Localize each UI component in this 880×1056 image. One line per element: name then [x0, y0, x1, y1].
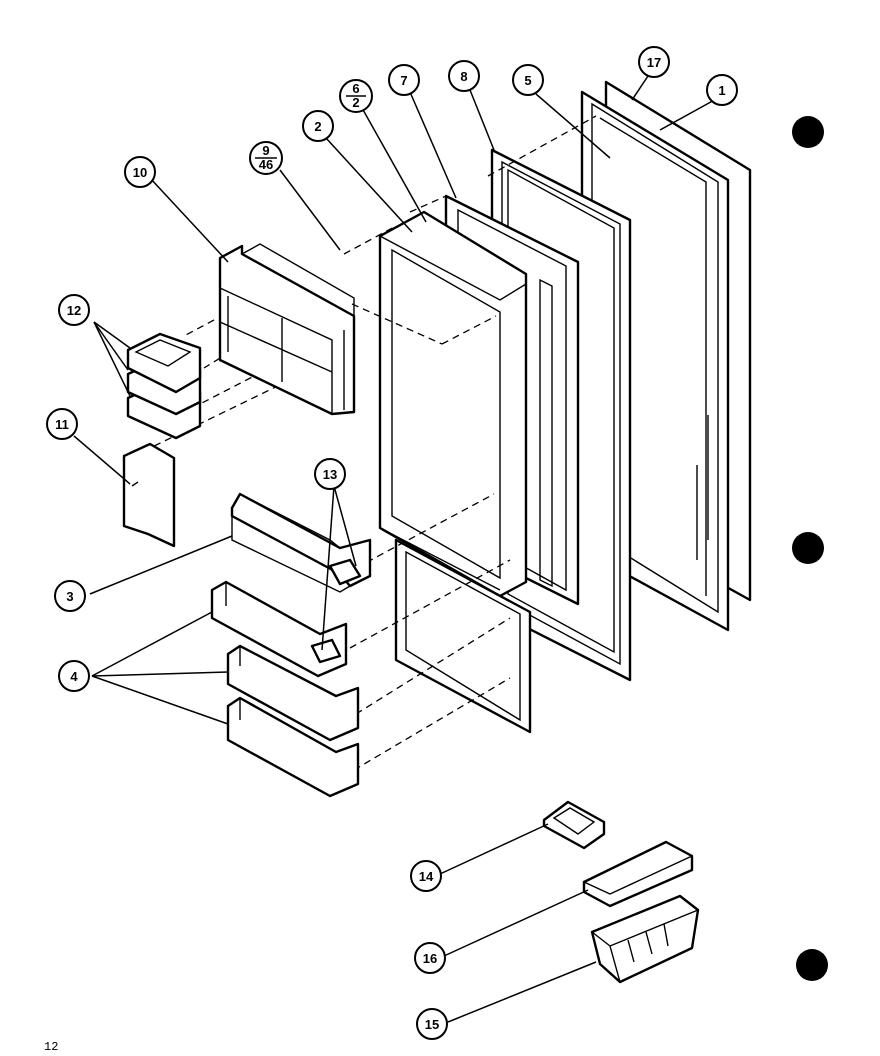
callout-9-46: 9 46	[249, 141, 283, 175]
page-number: 12	[44, 1040, 59, 1054]
door-liner	[378, 210, 528, 598]
shelf-frame	[218, 243, 356, 416]
callout-8-label: 8	[460, 69, 467, 84]
callout-13: 13	[314, 458, 346, 490]
callout-3: 3	[54, 580, 86, 612]
callout-1-label: 1	[718, 83, 725, 98]
callout-2: 2	[302, 110, 334, 142]
callout-7-label: 7	[400, 73, 407, 88]
callout-6-2: 6 2	[339, 79, 373, 113]
bin-end-caps	[310, 558, 362, 664]
ice-bin-cover	[582, 840, 694, 908]
callout-10: 10	[124, 156, 156, 188]
callout-4-label: 4	[70, 669, 78, 684]
callout-8: 8	[448, 60, 480, 92]
callout-5-label: 5	[524, 73, 531, 88]
callout-17-label: 17	[647, 55, 661, 70]
small-tray	[542, 800, 606, 850]
callout-14-label: 14	[419, 869, 434, 884]
callout-11: 11	[46, 408, 78, 440]
callout-15: 15	[416, 1008, 448, 1040]
callout-2-label: 2	[314, 119, 321, 134]
callout-11-label: 11	[55, 417, 69, 432]
callout-9-top: 9	[262, 143, 269, 158]
callout-12: 12	[58, 294, 90, 326]
assembly-lines	[145, 115, 597, 771]
callout-17: 17	[638, 46, 670, 78]
door-bin-1	[210, 580, 348, 678]
door-bin-3	[226, 696, 360, 798]
leader-lines	[73, 75, 719, 1023]
callout-16: 16	[414, 942, 446, 974]
storage-containers	[126, 332, 202, 440]
callout-13-label: 13	[323, 467, 337, 482]
callout-16-label: 16	[423, 951, 437, 966]
callout-9-bottom: 46	[259, 157, 273, 172]
callout-4: 4	[58, 660, 90, 692]
door-bin-large	[230, 492, 372, 593]
callout-5: 5	[512, 64, 544, 96]
callout-12-label: 12	[67, 303, 81, 318]
door-bin-2	[226, 644, 360, 742]
callout-1: 1	[706, 74, 738, 106]
callout-14: 14	[410, 860, 442, 892]
cover-panel	[122, 442, 176, 548]
binder-holes	[792, 116, 828, 981]
callout-15-label: 15	[425, 1017, 439, 1032]
callout-10-label: 10	[133, 165, 147, 180]
callout-7: 7	[388, 64, 420, 96]
callout-3-label: 3	[66, 589, 73, 604]
ice-bin	[590, 894, 700, 984]
callout-6-top: 6	[352, 81, 359, 96]
callout-6-bottom: 2	[352, 95, 359, 110]
